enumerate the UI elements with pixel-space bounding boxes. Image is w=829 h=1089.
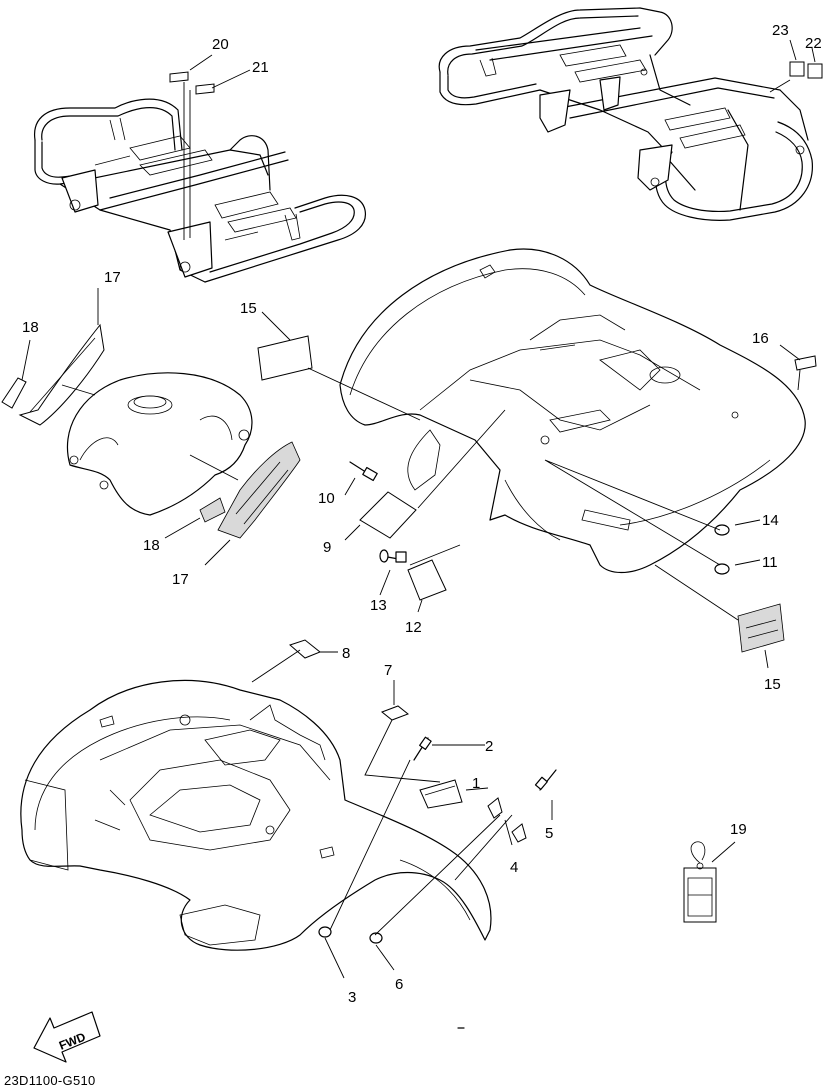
callout-6: 6 [395,976,403,993]
rear-fender [339,248,806,574]
grommet-3 [318,926,332,938]
callout-5: 5 [545,825,553,842]
front-carrier [34,98,366,283]
fwd-arrow-icon: FWD [33,1011,101,1063]
decal-21 [195,83,215,95]
screw-5 [534,769,557,791]
decal-22 [807,63,823,79]
grommet-11 [714,563,730,575]
callout-1: 1 [472,775,480,792]
callout-15-upper: 15 [240,300,257,317]
decal-7 [381,705,409,721]
rear-carrier [438,7,813,221]
callout-15-lower: 15 [764,676,781,693]
callout-17-upper: 17 [104,269,121,286]
decal-23 [789,61,805,77]
callouts: 20 21 23 22 17 18 15 16 10 9 18 17 14 11… [22,22,822,1006]
callout-20: 20 [212,36,229,53]
callout-11: 11 [762,554,778,571]
decal-1 [419,779,463,809]
decal-15-upper [257,335,313,381]
callout-17-lower: 17 [172,571,189,588]
screw-2 [413,736,432,761]
callout-9: 9 [323,539,331,556]
decal-8 [289,639,321,659]
side-cover [66,372,253,516]
decal-20 [169,71,189,83]
callout-22: 22 [805,35,822,52]
callout-13: 13 [370,597,387,614]
decal-17-upper [18,323,105,426]
callout-18-lower: 18 [143,537,160,554]
decal-18-lower [199,497,226,523]
bolt-13 [379,549,407,563]
grommet-6 [369,932,383,944]
callout-21: 21 [252,59,269,76]
callout-7: 7 [384,662,392,679]
callout-19: 19 [730,821,747,838]
plate-9 [359,491,417,539]
callout-12: 12 [405,619,422,636]
callout-2: 2 [485,738,493,755]
callout-3: 3 [348,989,356,1006]
callout-10: 10 [318,490,335,507]
decal-17-lower [217,441,301,539]
bolt-10 [349,461,378,482]
grommet-14 [714,524,730,536]
decal-15-lower [737,603,785,653]
diagram-code: 23D1100-G510 [4,1073,96,1088]
callout-18-upper: 18 [22,319,39,336]
callout-14: 14 [762,512,779,529]
callout-8: 8 [342,645,350,662]
tag-19 [683,841,717,923]
plate-12 [407,559,447,601]
front-fender [20,679,492,951]
clip-4 [487,797,527,843]
callout-16: 16 [752,330,769,347]
decal-18-upper [1,377,27,409]
callout-4: 4 [510,859,518,876]
callout-23: 23 [772,22,789,39]
decal-16 [794,355,817,371]
